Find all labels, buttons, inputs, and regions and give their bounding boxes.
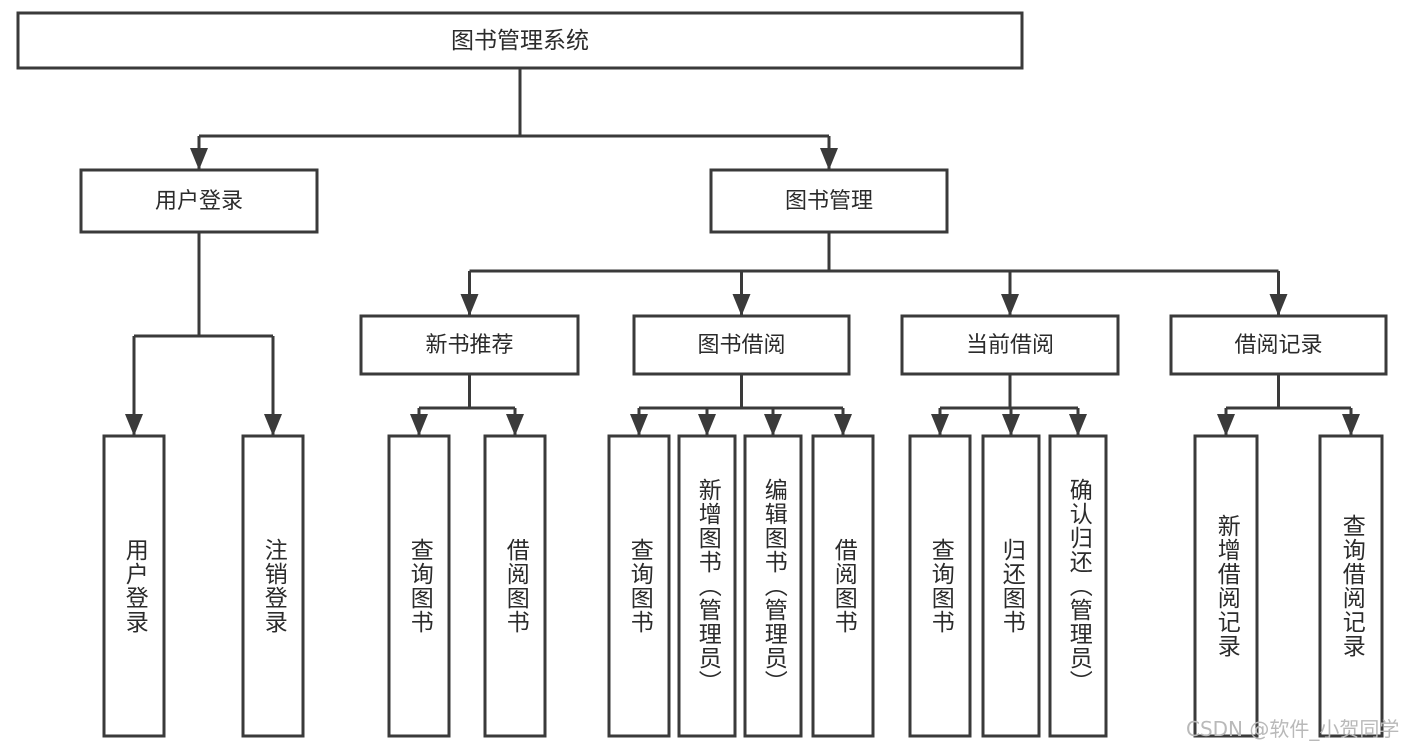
arrow-head-icon-to-new-book-recommend	[460, 294, 479, 316]
arrow-head-icon-to-book-borrow	[732, 294, 751, 316]
arrow-head-icon-to-leaf-query-book-3	[931, 414, 949, 436]
node-box-leaf-query-borrow-record[interactable]	[1318, 434, 1384, 738]
node-box-leaf-confirm-return[interactable]	[1048, 434, 1108, 738]
edge-layer	[125, 68, 1360, 436]
arrow-head-icon-to-leaf-confirm-return	[1069, 414, 1087, 436]
node-box-book-manage[interactable]	[709, 168, 949, 234]
node-label-current-borrow: 当前借阅	[966, 333, 1054, 358]
node-box-root[interactable]	[16, 11, 1024, 70]
arrow-head-icon-to-leaf-add-borrow-record	[1217, 414, 1235, 436]
node-label-root: 图书管理系统	[451, 28, 589, 54]
node-box-leaf-borrow-book-1[interactable]	[483, 434, 547, 738]
node-box-leaf-add-book[interactable]	[677, 434, 737, 738]
node-label-book-borrow: 图书借阅	[697, 333, 785, 358]
arrow-head-icon-to-leaf-edit-book	[764, 414, 782, 436]
arrow-head-icon-to-leaf-borrow-book-2	[834, 414, 852, 436]
node-label-new-book-recommend: 新书推荐	[425, 333, 513, 358]
node-box-new-book-recommend[interactable]	[359, 314, 580, 376]
node-box-borrow-record[interactable]	[1169, 314, 1388, 376]
arrow-head-icon-to-leaf-query-borrow-record	[1342, 414, 1360, 436]
node-label-borrow-record: 借阅记录	[1234, 333, 1322, 358]
arrow-head-icon-to-current-borrow	[1001, 294, 1019, 316]
arrow-head-icon-to-borrow-record	[1269, 294, 1288, 316]
node-label-book-manage: 图书管理	[785, 189, 873, 214]
node-box-leaf-add-borrow-record[interactable]	[1193, 434, 1259, 738]
node-label-user-login: 用户登录	[155, 189, 243, 214]
node-box-leaf-return-book[interactable]	[981, 434, 1041, 738]
arrow-head-icon-to-leaf-query-book-2	[630, 414, 648, 436]
arrow-head-icon-to-leaf-user-login	[125, 414, 143, 436]
arrow-head-icon-to-user-login	[190, 148, 208, 170]
node-box-layer	[16, 11, 1388, 738]
node-box-leaf-borrow-book-2[interactable]	[811, 434, 875, 738]
node-box-leaf-user-logout[interactable]	[241, 434, 305, 738]
arrow-head-icon-to-leaf-add-book	[698, 414, 716, 436]
node-box-leaf-query-book-1[interactable]	[387, 434, 451, 738]
node-box-current-borrow[interactable]	[900, 314, 1120, 376]
arrow-head-icon-to-leaf-borrow-book-1	[506, 414, 524, 436]
node-box-leaf-query-book-3[interactable]	[908, 434, 972, 738]
arrow-head-icon-to-leaf-return-book	[1002, 414, 1020, 436]
node-box-user-login[interactable]	[79, 168, 319, 234]
node-box-leaf-edit-book[interactable]	[743, 434, 803, 738]
watermark-text: CSDN @软件_小贺同学	[1186, 717, 1400, 741]
node-box-leaf-user-login[interactable]	[102, 434, 166, 738]
arrow-head-icon-to-leaf-query-book-1	[410, 414, 428, 436]
arrow-head-icon-to-book-manage	[820, 148, 838, 170]
node-box-book-borrow[interactable]	[632, 314, 851, 376]
arrow-head-icon-to-leaf-user-logout	[264, 414, 282, 436]
node-box-leaf-query-book-2[interactable]	[607, 434, 671, 738]
